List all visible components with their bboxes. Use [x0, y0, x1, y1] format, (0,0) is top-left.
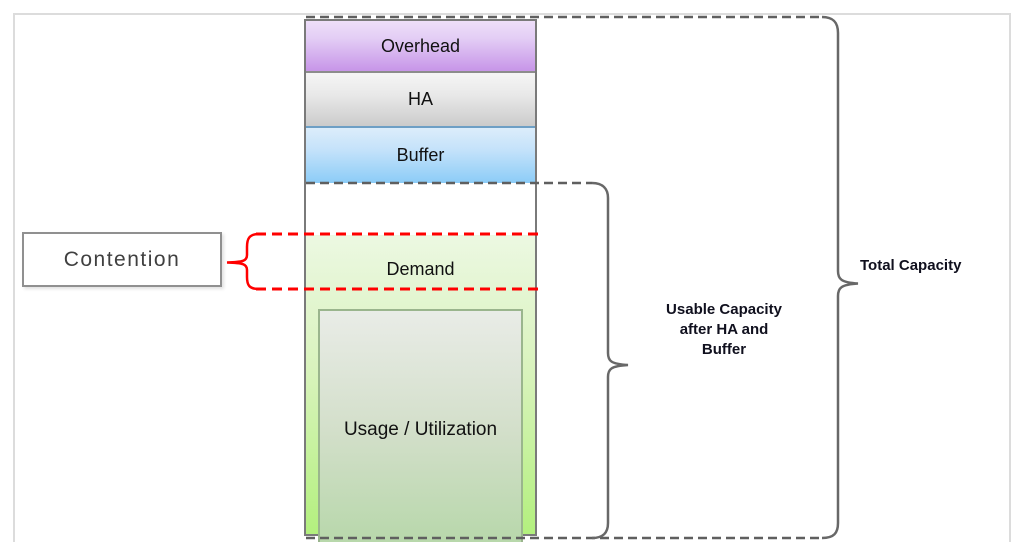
overhead-label: Overhead [380, 35, 461, 56]
demand-label: Demand [386, 259, 455, 279]
ha-label: HA [407, 89, 433, 109]
usage-utilization-box: Usage / Utilization [318, 309, 523, 542]
ha-segment: HA [306, 73, 535, 126]
contention-callout-box: Contention [22, 232, 222, 287]
demand-region: Demand Usage / Utilization [306, 235, 535, 542]
total-capacity-label: Total Capacity [860, 257, 962, 274]
usage-utilization-label: Usage / Utilization [343, 419, 498, 440]
usable-capacity-line2: after HA and [679, 321, 769, 338]
capacity-stack-column: Overhead HA Buffer Demand Usage / Utiliz… [304, 19, 537, 542]
buffer-label: Buffer [396, 145, 445, 165]
page-frame [13, 13, 1011, 542]
overhead-segment: Overhead [306, 21, 535, 73]
usable-capacity-line3: Buffer [701, 341, 747, 358]
usable-capacity-line1: Usable Capacity [666, 301, 782, 318]
unused-gap-region [306, 183, 535, 235]
contention-label: Contention [63, 247, 181, 271]
usable-capacity-label: Usable Capacity after HA and Buffer [645, 300, 803, 360]
buffer-segment: Buffer [306, 126, 535, 183]
